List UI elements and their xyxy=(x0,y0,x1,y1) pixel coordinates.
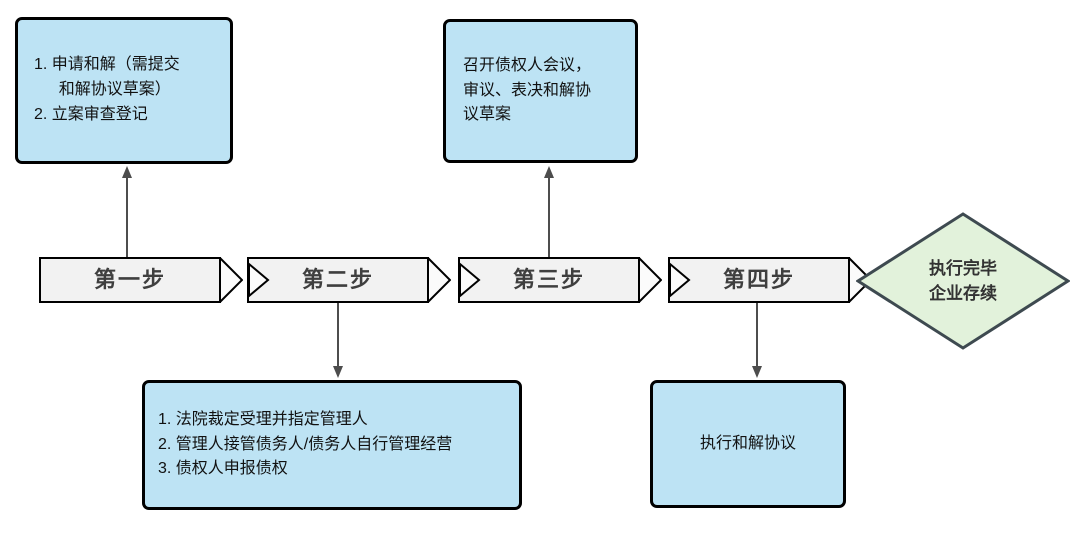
note-box-step3: 召开债权人会议， 审议、表决和解协 议草案 xyxy=(443,19,638,163)
note-line: 3. 债权人申报债权 xyxy=(158,460,288,478)
note-line: 1. 法院裁定受理并指定管理人 xyxy=(158,410,368,428)
note-box-step2: 1. 法院裁定受理并指定管理人 2. 管理人接管债务人/债务人自行管理经营 3.… xyxy=(142,380,522,510)
note-step4-text: 执行和解协议 xyxy=(700,432,796,457)
arrow-step1-to-note xyxy=(122,166,132,257)
note-line: 和解协议草案） xyxy=(58,81,171,99)
note-line: 1. 申请和解（需提交 xyxy=(34,56,180,74)
diamond-line: 企业存续 xyxy=(929,284,997,303)
note-box-step1: 1. 申请和解（需提交 和解协议草案） 2. 立案审查登记 xyxy=(15,17,233,164)
note-line: 2. 立案审查登记 xyxy=(34,105,148,123)
arrow-step3-to-note xyxy=(544,166,554,257)
note-step3-text: 召开债权人会议， 审议、表决和解协 议草案 xyxy=(463,54,591,128)
step-banner-1: 第一步 xyxy=(39,257,243,303)
step-banner-4: 第四步 xyxy=(668,257,872,303)
arrow-step4-to-note xyxy=(752,303,762,378)
diamond-label: 执行完毕 企业存续 xyxy=(856,212,1070,350)
step-banner-3: 第三步 xyxy=(458,257,662,303)
step-banner-shape xyxy=(39,257,243,303)
arrow-step2-to-note xyxy=(333,303,343,378)
note-step1-text: 1. 申请和解（需提交 和解协议草案） 2. 立案审查登记 xyxy=(34,53,180,127)
step-banner-label: 第四步 xyxy=(722,267,795,292)
note-line: 审议、表决和解协 xyxy=(463,81,592,99)
note-line: 召开债权人会议， xyxy=(463,56,592,74)
step-banner-shape xyxy=(458,257,662,303)
note-step2-text: 1. 法院裁定受理并指定管理人 2. 管理人接管债务人/债务人自行管理经营 3.… xyxy=(158,408,452,482)
note-line: 议草案 xyxy=(463,106,512,124)
note-line: 执行和解协议 xyxy=(699,434,796,452)
step-banner-label: 第一步 xyxy=(93,267,166,292)
decision-diamond: 执行完毕 企业存续 xyxy=(855,212,1071,350)
note-line: 2. 管理人接管债务人/债务人自行管理经营 xyxy=(158,435,453,453)
step-banner-label: 第二步 xyxy=(301,267,374,292)
note-box-step4: 执行和解协议 xyxy=(650,380,846,508)
diamond-shape xyxy=(855,212,1071,350)
step-banner-label: 第三步 xyxy=(512,267,585,292)
step-banner-shape xyxy=(247,257,451,303)
step-banner-2: 第二步 xyxy=(247,257,451,303)
diamond-line: 执行完毕 xyxy=(929,258,997,278)
